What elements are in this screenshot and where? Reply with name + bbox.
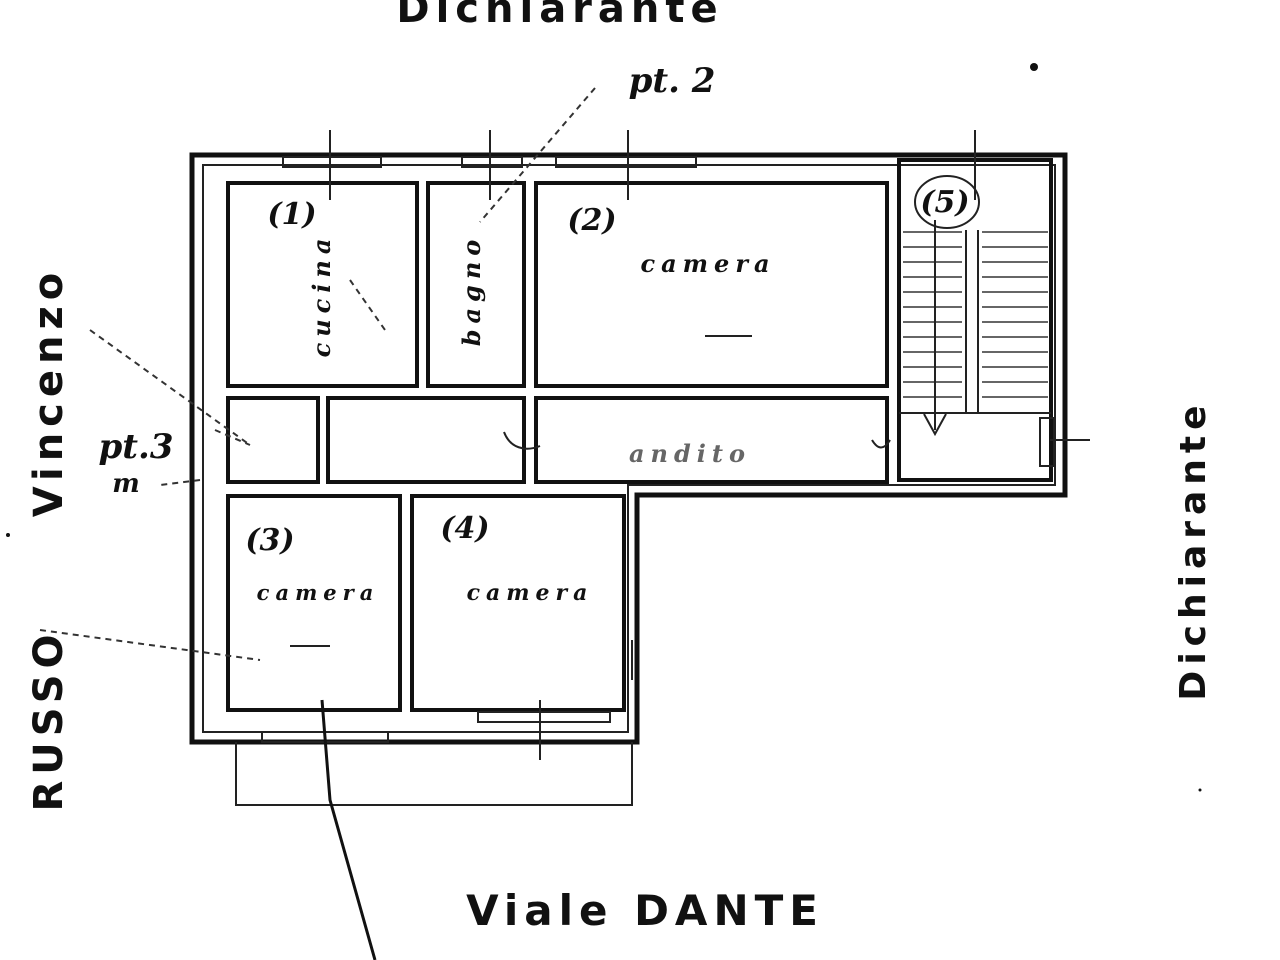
room-3 <box>226 494 402 712</box>
corridor <box>226 396 889 484</box>
room-2-number: (2) <box>567 203 616 238</box>
outer-walls <box>189 152 1068 806</box>
top-neighbor-label: Dichiarante <box>396 0 723 32</box>
corridor-label: andito <box>629 439 751 468</box>
room-2 <box>534 181 889 388</box>
kitchen-room <box>226 181 419 388</box>
stair-treads <box>903 231 1048 398</box>
kitchen-number: (1) <box>267 197 316 232</box>
ref-left-sub-label: m <box>112 469 140 499</box>
street-label: Viale DANTE <box>466 886 824 935</box>
left-neighbor-label-1: Vincenzo <box>26 267 72 518</box>
ink-dot <box>6 533 10 537</box>
leader-lines <box>39 87 596 661</box>
right-neighbor-label: Dichiarante <box>1173 399 1214 700</box>
room-4 <box>410 494 626 712</box>
left-neighbor-label-2: RUSSO <box>26 628 72 811</box>
room-3-label: camera <box>257 580 380 605</box>
room-4-number: (4) <box>440 511 489 546</box>
stair-direction-arrow <box>923 220 947 437</box>
bath-room <box>426 181 526 388</box>
stair-number-circle <box>914 175 980 229</box>
room-3-number: (3) <box>245 523 294 558</box>
ref-left-label: pt.3 <box>99 427 174 467</box>
bath-label: bagno <box>457 234 486 347</box>
ink-dot <box>1030 63 1038 71</box>
kitchen-label: cucina <box>307 233 336 358</box>
reference-line <box>320 699 377 960</box>
ink-dot <box>1198 788 1202 792</box>
room-2-label: camera <box>640 249 775 278</box>
stair-number: (5) <box>920 185 969 220</box>
ref-top-label: pt. 2 <box>629 61 716 101</box>
room-4-label: camera <box>467 580 594 606</box>
